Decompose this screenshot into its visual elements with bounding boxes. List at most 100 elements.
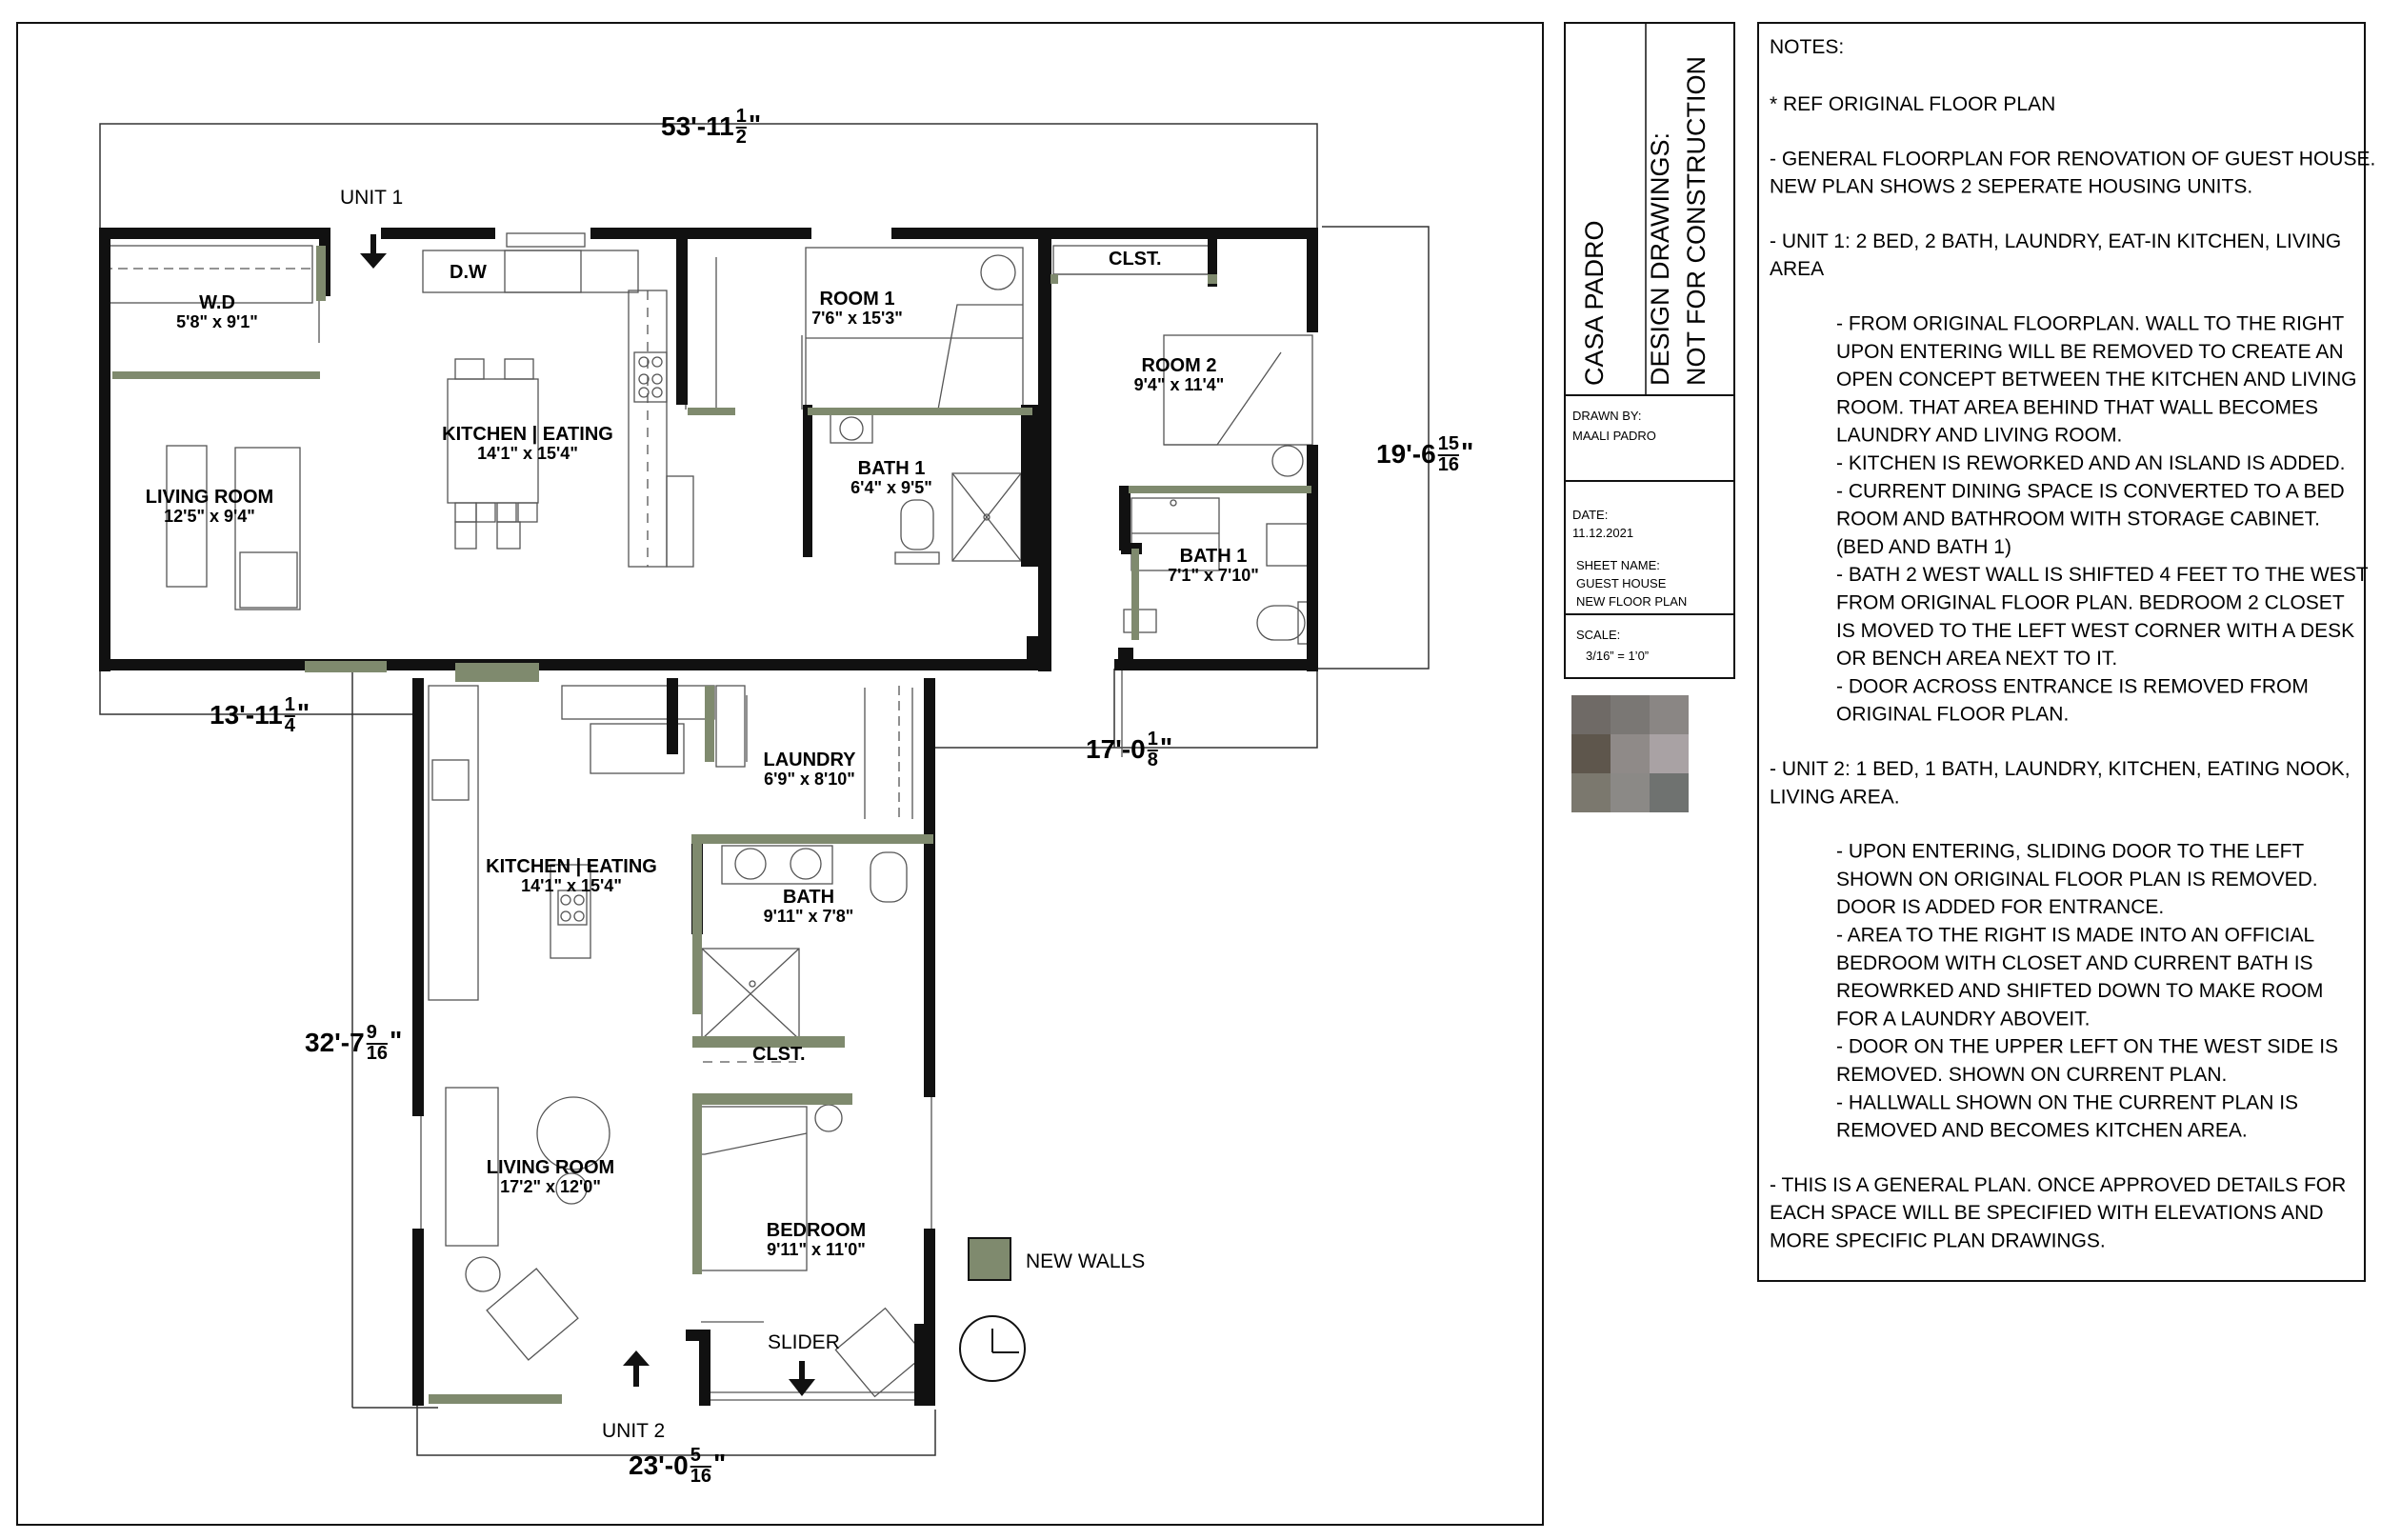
room-dimensions: 9'4" x 11'4" (1134, 375, 1225, 394)
dimension-main: 17'-0 (1086, 734, 1146, 764)
note-line: REMOVED. SHOWN ON CURRENT PLAN. (1836, 1064, 2227, 1086)
dimension-numerator: 1 (285, 694, 295, 715)
room-name: LIVING ROOM (146, 487, 273, 508)
dimension-main: 32'-7 (305, 1028, 365, 1057)
note-line: - DOOR ON THE UPPER LEFT ON THE WEST SID… (1836, 1036, 2338, 1058)
dimension-numerator: 9 (367, 1022, 377, 1043)
note-line: - AREA TO THE RIGHT IS MADE INTO AN OFFI… (1836, 925, 2314, 947)
note-line: IS MOVED TO THE LEFT WEST CORNER WITH A … (1836, 620, 2354, 642)
note-line: - DOOR ACROSS ENTRANCE IS REMOVED FROM (1836, 675, 2309, 697)
dimension-denominator: 2 (736, 127, 747, 148)
arrow-down-icon (360, 234, 387, 269)
note-line: - UNIT 1: 2 BED, 2 BATH, LAUNDRY, EAT-IN… (1770, 230, 2341, 252)
dimension-denominator: 16 (690, 1466, 711, 1487)
legend-label: NEW WALLS (1026, 1250, 1145, 1272)
notes-border (1757, 22, 2366, 1282)
note-line: LAUNDRY AND LIVING ROOM. (1836, 425, 2122, 447)
scale-value: 3/16” = 1’0” (1586, 649, 1649, 663)
room-name: BATH (783, 887, 834, 908)
dimension-lines (99, 123, 1430, 1456)
scale-label: SCALE: (1576, 628, 1620, 642)
new-walls (112, 246, 1311, 1404)
dishwasher-label: D.W (450, 262, 487, 283)
room-name: ROOM 2 (1142, 355, 1217, 376)
sheet-name-label: SHEET NAME: (1576, 558, 1660, 572)
room-name: ROOM 1 (820, 289, 895, 310)
room-dimensions: 14'1" x 15'4" (477, 444, 578, 463)
date-value: 11.12.2021 (1572, 526, 1633, 540)
room-dimensions: 6'9" x 8'10" (764, 770, 855, 789)
note-line: ORIGINAL FLOOR PLAN. (1836, 704, 2069, 726)
note-line: OR BENCH AREA NEXT TO IT. (1836, 648, 2117, 670)
title-block: CASA PADRO DESIGN DRAWINGS: NOT FOR CONS… (1565, 23, 1734, 663)
note-line: LIVING AREA. (1770, 786, 1900, 808)
date-label: DATE: (1572, 508, 1608, 522)
note-line: - BATH 2 WEST WALL IS SHIFTED 4 FEET TO … (1836, 564, 2369, 586)
room-name: BATH 1 (1180, 546, 1248, 567)
unit-1-label: UNIT 1 (340, 187, 403, 209)
project-subtitle-1: DESIGN DRAWINGS: (1646, 132, 1674, 386)
room-dimensions: 9'11" x 11'0" (767, 1240, 866, 1259)
note-line: MORE SPECIFIC PLAN DRAWINGS. (1770, 1230, 2106, 1252)
note-line: ROOM. THAT AREA BEHIND THAT WALL BECOMES (1836, 396, 2318, 418)
dimension-numerator: 1 (736, 106, 747, 127)
dimension-denominator: 8 (1148, 750, 1158, 770)
drawn-by-value: MAALI PADRO (1572, 429, 1656, 443)
room-dimensions: 9'11" x 7'8" (764, 907, 854, 926)
dimension-main: 53'-11 (661, 111, 734, 141)
note-line: AREA (1770, 258, 1824, 280)
note-line: SHOWN ON ORIGINAL FLOOR PLAN IS REMOVED. (1836, 869, 2318, 890)
dimension-inch-mark: " (1160, 732, 1172, 762)
dimension-main: 23'-0 (629, 1450, 689, 1480)
notes-panel: NOTES: * REF ORIGINAL FLOOR PLAN- GENERA… (1770, 36, 2375, 1252)
project-title: CASA PADRO (1580, 220, 1609, 386)
dimension-denominator: 4 (285, 715, 296, 736)
note-line: FOR A LAUNDRY ABOVEIT. (1836, 1008, 2091, 1030)
dimension-inch-mark: " (1461, 437, 1473, 467)
dimension-inch-mark: " (390, 1026, 402, 1055)
note-line: OPEN CONCEPT BETWEEN THE KITCHEN AND LIV… (1836, 369, 2356, 390)
note-line: UPON ENTERING WILL BE REMOVED TO CREATE … (1836, 341, 2344, 363)
dimension-denominator: 16 (367, 1043, 388, 1064)
dimension-main: 13'-11 (210, 700, 283, 730)
note-line: EACH SPACE WILL BE SPECIFIED WITH ELEVAT… (1770, 1202, 2324, 1224)
dimension-denominator: 16 (1438, 454, 1459, 475)
arrow-up-icon (623, 1350, 650, 1387)
note-line: - UNIT 2: 1 BED, 1 BATH, LAUNDRY, KITCHE… (1770, 758, 2351, 780)
room-dimensions: 5'8" x 9'1" (176, 312, 258, 331)
closet-label: CLST. (1109, 249, 1162, 270)
note-line: - HALLWALL SHOWN ON THE CURRENT PLAN IS (1836, 1091, 2298, 1113)
drawing-border (16, 22, 1544, 1526)
slider-label: SLIDER (768, 1331, 840, 1353)
sheet-name-line2: NEW FLOOR PLAN (1576, 594, 1687, 609)
note-line: DOOR IS ADDED FOR ENTRANCE. (1836, 896, 2164, 918)
note-line: - THIS IS A GENERAL PLAN. ONCE APPROVED … (1770, 1174, 2346, 1196)
closet-label: CLST. (752, 1044, 806, 1065)
room-name: W.D (199, 292, 235, 313)
legend: NEW WALLS (968, 1237, 1145, 1281)
dimension-main: 19'-6 (1376, 439, 1436, 469)
drawn-by-label: DRAWN BY: (1572, 409, 1641, 423)
room-name: KITCHEN | EATING (486, 856, 657, 877)
note-line: NEW PLAN SHOWS 2 SEPERATE HOUSING UNITS. (1770, 176, 2252, 198)
unit1-fixtures (102, 232, 1313, 757)
note-line: ROOM AND BATHROOM WITH STORAGE CABINET. (1836, 509, 2320, 530)
note-line: BEDROOM WITH CLOSET AND CURRENT BATH IS (1836, 952, 2313, 974)
note-line: (BED AND BATH 1) (1836, 536, 2011, 558)
existing-walls (99, 228, 1318, 1406)
title-block-border (1564, 22, 1735, 679)
note-line: REOWRKED AND SHIFTED DOWN TO MAKE ROOM (1836, 980, 2323, 1002)
arrow-down-icon (789, 1361, 815, 1396)
note-line: REMOVED AND BECOMES KITCHEN AREA. (1836, 1120, 2248, 1142)
room-dimensions: 14'1" x 15'4" (521, 876, 622, 895)
note-line: - GENERAL FLOORPLAN FOR RENOVATION OF GU… (1770, 148, 2375, 170)
unit2-fixtures (420, 685, 932, 1401)
dimension-inch-mark: " (749, 110, 761, 139)
